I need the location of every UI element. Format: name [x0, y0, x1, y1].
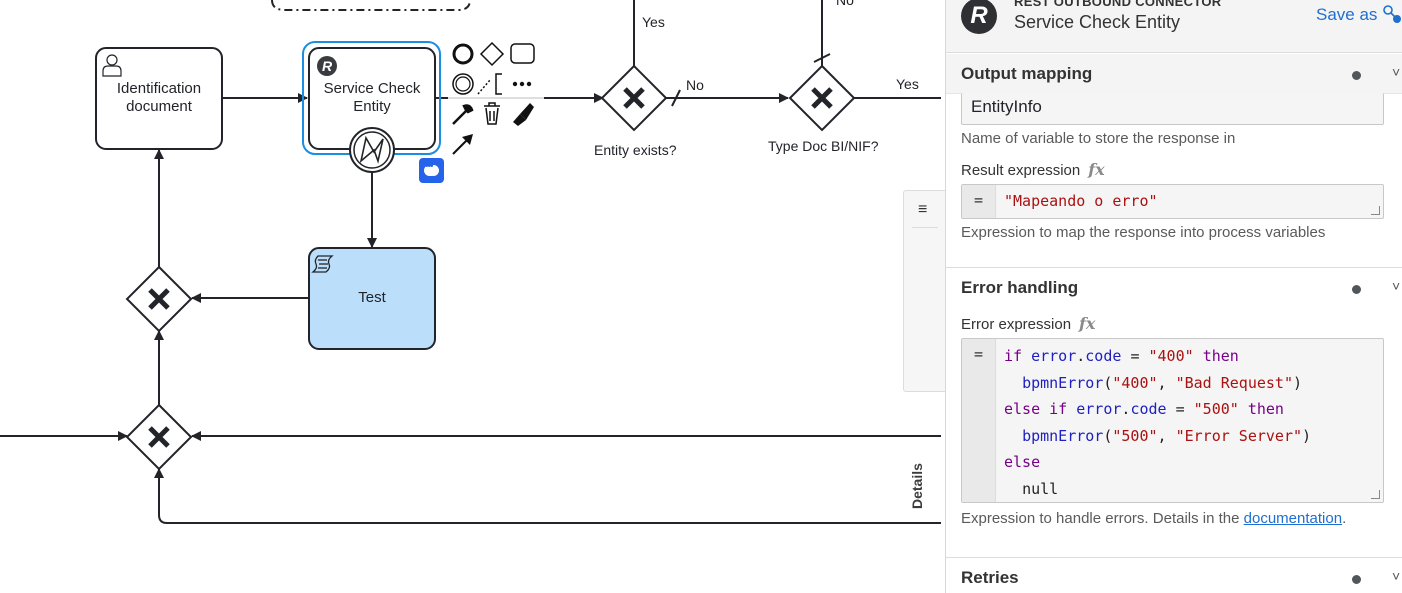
- comment-icon[interactable]: [419, 158, 444, 183]
- merge-gateway-lower[interactable]: [125, 403, 193, 471]
- identification-task-label: Identification document: [116, 80, 202, 115]
- hamburger-icon: ≡: [918, 201, 928, 218]
- flow-label-yes-right: Yes: [896, 76, 919, 92]
- boundary-error-event-icon[interactable]: [349, 127, 395, 173]
- fx-icon[interactable]: fx: [1088, 160, 1105, 179]
- default-flow-marker: [671, 89, 681, 107]
- trash-icon[interactable]: [484, 102, 500, 125]
- svg-text:R: R: [322, 58, 333, 74]
- more-icon[interactable]: [512, 81, 532, 87]
- test-task[interactable]: [308, 247, 436, 350]
- user-task-icon: [102, 54, 122, 77]
- details-tab[interactable]: ≡ Details: [903, 190, 945, 509]
- result-expression-code[interactable]: "Mapeando o erro": [1004, 192, 1158, 210]
- feel-equals: =: [974, 191, 984, 209]
- error-expression-label: Error expression fx: [961, 314, 1095, 333]
- chevron-down-icon[interactable]: ˅: [1392, 64, 1401, 80]
- service-check-task-label: Service Check Entity: [323, 80, 421, 115]
- error-handling-title: Error handling: [961, 278, 1079, 297]
- end-event-icon[interactable]: [452, 43, 474, 65]
- output-mapping-group-header[interactable]: Output mapping ˅: [946, 54, 1402, 94]
- chevron-down-icon[interactable]: ˅: [1392, 278, 1401, 294]
- task-icon[interactable]: [510, 43, 535, 64]
- output-mapping-title: Output mapping: [961, 64, 1093, 83]
- entity-exists-label: Entity exists?: [594, 142, 677, 158]
- group-status-dot: [1352, 71, 1361, 80]
- panel-header: R REST OUTBOUND CONNECTOR Service Check …: [946, 0, 1402, 53]
- rest-connector-icon: R: [317, 56, 337, 76]
- tab-divider: [912, 227, 938, 228]
- group-divider: [946, 267, 1402, 268]
- identification-task[interactable]: [95, 47, 223, 150]
- result-expression-label: Result expression fx: [961, 160, 1105, 179]
- group-status-dot: [1352, 575, 1361, 584]
- result-expression-editor[interactable]: = "Mapeando o erro": [961, 184, 1384, 219]
- error-expression-label-text: Error expression: [961, 316, 1072, 333]
- paint-icon[interactable]: [513, 103, 534, 126]
- flow-bottom-loop[interactable]: [154, 468, 941, 524]
- association-icon[interactable]: [477, 79, 491, 95]
- error-expression-desc: Expression to handle errors. Details in …: [961, 510, 1346, 527]
- result-expression-label-text: Result expression: [961, 162, 1081, 179]
- flow-label-yes-top: Yes: [642, 14, 665, 30]
- group-status-dot: [1352, 285, 1361, 294]
- error-expression-code[interactable]: if error.code = "400" then bpmnError("40…: [1004, 347, 1312, 498]
- resize-handle-icon[interactable]: [1371, 490, 1380, 499]
- retries-title: Retries: [961, 568, 1019, 587]
- entity-exists-gateway[interactable]: [600, 64, 668, 132]
- retries-group-header[interactable]: Retries ˅: [946, 558, 1402, 593]
- annotation-icon[interactable]: [495, 73, 502, 95]
- connect-arrow-icon[interactable]: [452, 134, 473, 155]
- group-divider: [946, 557, 1402, 558]
- save-as-link[interactable]: Save as: [1316, 5, 1378, 24]
- properties-panel: R REST OUTBOUND CONNECTOR Service Check …: [945, 0, 1402, 593]
- group-boundary[interactable]: [271, 0, 471, 11]
- result-expression-desc: Expression to map the response into proc…: [961, 224, 1326, 241]
- diagram-svg: R: [0, 0, 941, 524]
- fx-icon[interactable]: fx: [1079, 314, 1096, 333]
- default-flow-marker: [813, 53, 831, 63]
- details-tab-label: Details: [909, 463, 925, 509]
- feel-gutter: [962, 185, 996, 218]
- feel-gutter: [962, 339, 996, 502]
- context-pad[interactable]: [448, 40, 544, 155]
- flow-label-no-top: No: [836, 0, 854, 8]
- element-name: Service Check Entity: [1014, 12, 1181, 32]
- type-doc-label: Type Doc BI/NIF?: [768, 138, 879, 154]
- error-expression-editor[interactable]: = if error.code = "400" then bpmnError("…: [961, 338, 1384, 503]
- save-template-icon[interactable]: [1382, 4, 1402, 24]
- merge-gateway-upper[interactable]: [125, 265, 193, 333]
- intermediate-event-icon[interactable]: [452, 73, 474, 95]
- gateway-icon[interactable]: [479, 41, 505, 67]
- rest-connector-icon: R: [961, 0, 997, 34]
- result-variable-input[interactable]: EntityInfo: [961, 93, 1384, 125]
- feel-equals: =: [974, 345, 984, 363]
- type-doc-gateway[interactable]: [788, 64, 856, 132]
- bpmn-canvas[interactable]: R: [0, 0, 945, 593]
- error-desc-text: Expression to handle errors. Details in …: [961, 510, 1244, 527]
- element-type: REST OUTBOUND CONNECTOR: [1014, 0, 1222, 9]
- error-handling-group-header[interactable]: Error handling ˅: [946, 268, 1402, 308]
- error-desc-suffix: .: [1342, 510, 1347, 527]
- script-task-icon: [311, 255, 334, 273]
- test-task-label: Test: [358, 289, 386, 306]
- wrench-icon[interactable]: [452, 104, 474, 125]
- flow-label-no-mid: No: [686, 77, 704, 93]
- result-variable-desc: Name of variable to store the response i…: [961, 130, 1236, 147]
- documentation-link[interactable]: documentation: [1243, 510, 1343, 527]
- resize-handle-icon[interactable]: [1371, 206, 1380, 215]
- chevron-down-icon[interactable]: ˅: [1392, 568, 1401, 584]
